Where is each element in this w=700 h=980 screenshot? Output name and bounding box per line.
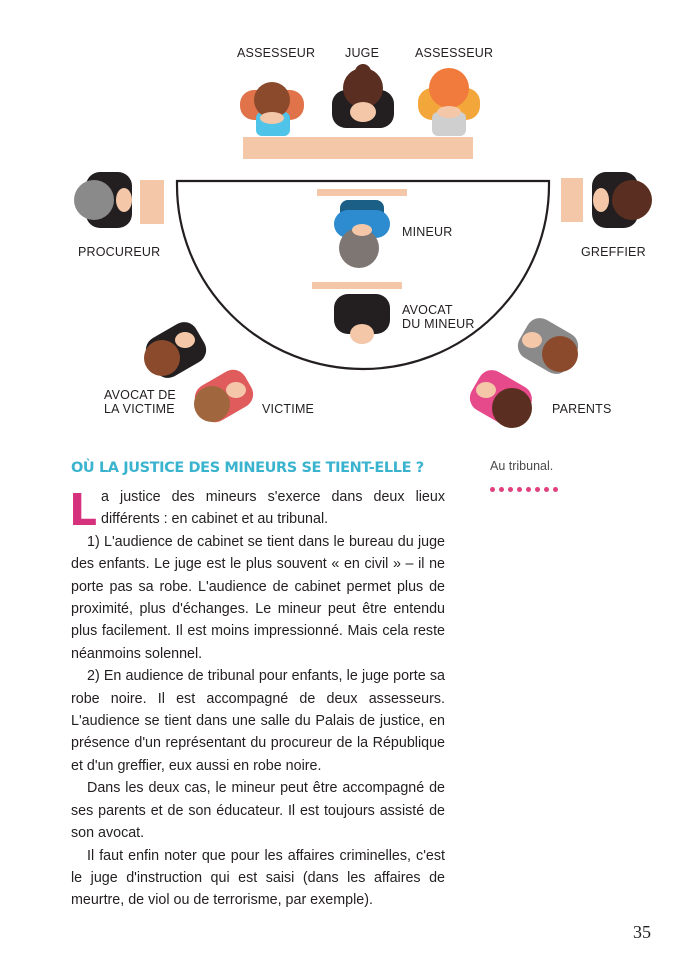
label-parents: PARENTS xyxy=(552,402,612,416)
greffier-figure xyxy=(561,172,652,228)
juge-figure xyxy=(332,64,394,128)
paragraph-2: 1) L'audience de cabinet se tient dans l… xyxy=(71,533,445,662)
assesseur-left-figure xyxy=(240,82,304,136)
label-procureur: PROCUREUR xyxy=(78,245,161,259)
avocat-mineur-figure xyxy=(312,282,402,344)
label-assesseur-right: ASSESSEUR xyxy=(415,46,494,60)
drop-cap: L xyxy=(69,485,98,536)
paragraph-4: Dans les deux cas, le mineur peut être a… xyxy=(71,780,445,842)
label-juge: JUGE xyxy=(345,46,380,60)
label-avocat-mineur-2: DU MINEUR xyxy=(402,317,475,331)
judges-bench xyxy=(243,137,473,159)
paragraph-3: 2) En audience de tribunal pour enfants,… xyxy=(71,668,445,774)
avocat-victime-figure xyxy=(144,322,207,378)
margin-caption: Au tribunal. xyxy=(490,459,554,473)
paragraph-1-text: a justice des mineurs s'exerce dans deux… xyxy=(101,489,445,528)
label-avocat-victime-1: AVOCAT DE xyxy=(104,388,176,402)
mineur-figure xyxy=(317,189,407,268)
label-avocat-victime-2: LA VICTIME xyxy=(104,402,175,416)
label-victime: VICTIME xyxy=(262,402,315,416)
procureur-figure xyxy=(74,172,164,228)
paragraph-5: Il faut enfin noter que pour les affaire… xyxy=(71,847,445,909)
assesseur-right-figure xyxy=(418,68,480,136)
section-heading: OÙ LA JUSTICE DES MINEURS SE TIENT-ELLE … xyxy=(71,460,424,476)
court-floor-outline xyxy=(175,179,551,371)
label-greffier: GREFFIER xyxy=(581,245,646,259)
courtroom-diagram xyxy=(74,64,652,428)
label-avocat-mineur-1: AVOCAT xyxy=(402,303,453,317)
caption-dots-divider xyxy=(490,479,570,492)
label-mineur: MINEUR xyxy=(402,225,453,239)
parent-father-figure xyxy=(517,318,579,374)
victime-figure xyxy=(194,369,254,423)
label-assesseur-left: ASSESSEUR xyxy=(237,46,316,60)
page-number: 35 xyxy=(633,922,651,942)
parent-mother-figure xyxy=(469,370,532,428)
